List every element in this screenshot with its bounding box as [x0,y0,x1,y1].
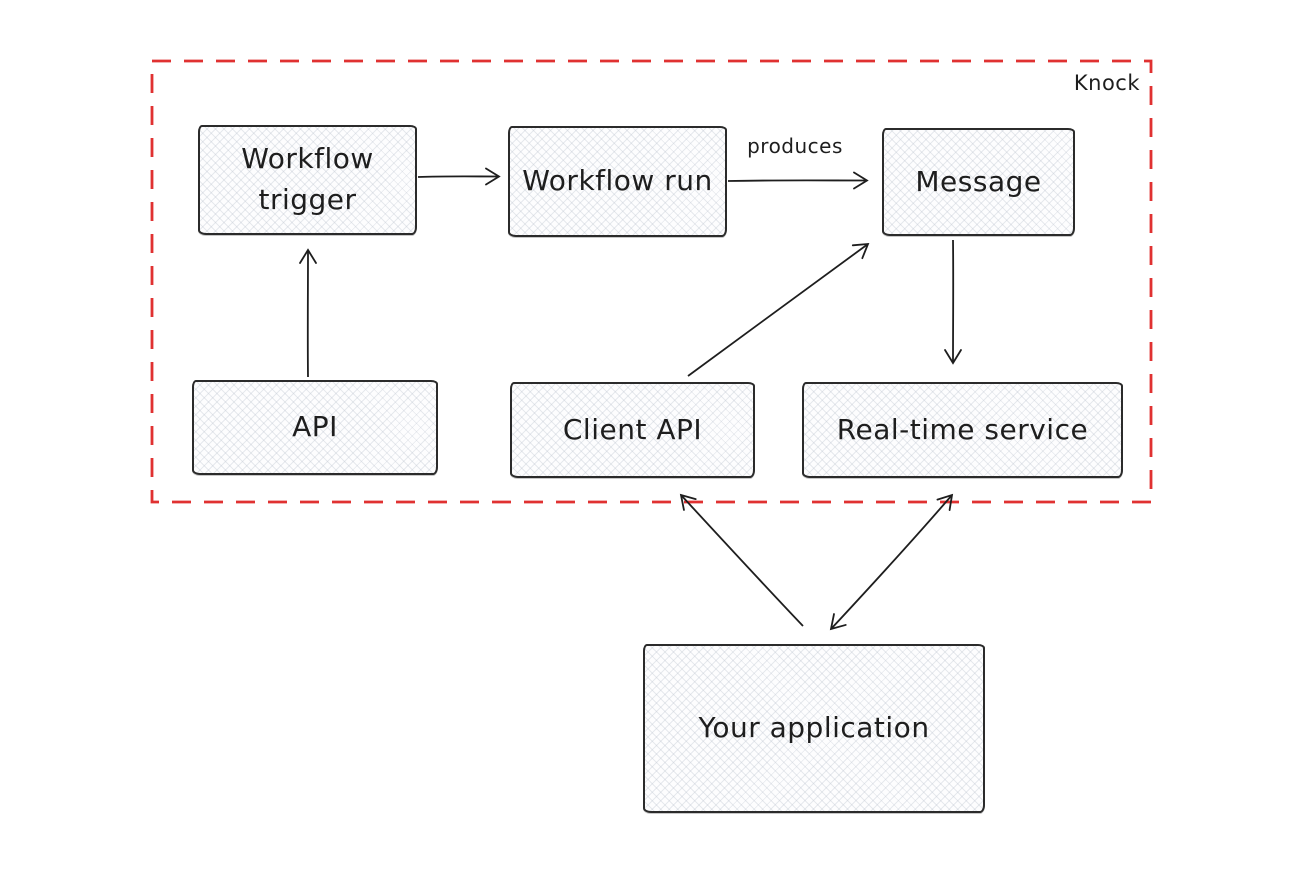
node-workflow-run: Workflow run [508,126,727,237]
knock-boundary-label: Knock [1073,71,1140,95]
node-your-application: Your application [643,644,985,813]
arrow-your-application-realtime-service-bidirectional [829,493,954,631]
arrow-workflow-run-to-message [727,171,869,190]
arrow-workflow-trigger-to-workflow-run [417,167,501,186]
node-workflow-run-label: Workflow run [522,164,713,198]
node-message-label: Message [915,164,1042,198]
node-realtime-service: Real-time service [802,382,1123,478]
node-message: Message [882,128,1075,236]
node-client-api: Client API [510,382,755,478]
arrow-your-application-to-client-api [679,493,804,627]
node-workflow-trigger-label: Workflow trigger [241,142,374,216]
node-realtime-service-label: Real-time service [836,412,1089,446]
node-api: API [192,380,438,475]
node-your-application-label: Your application [698,711,930,745]
node-client-api-label: Client API [562,412,703,446]
produces-edge-label: produces [747,134,843,158]
node-api-label: API [292,410,338,444]
arrow-client-api-to-message [687,242,870,377]
node-workflow-trigger: Workflow trigger [198,125,417,235]
